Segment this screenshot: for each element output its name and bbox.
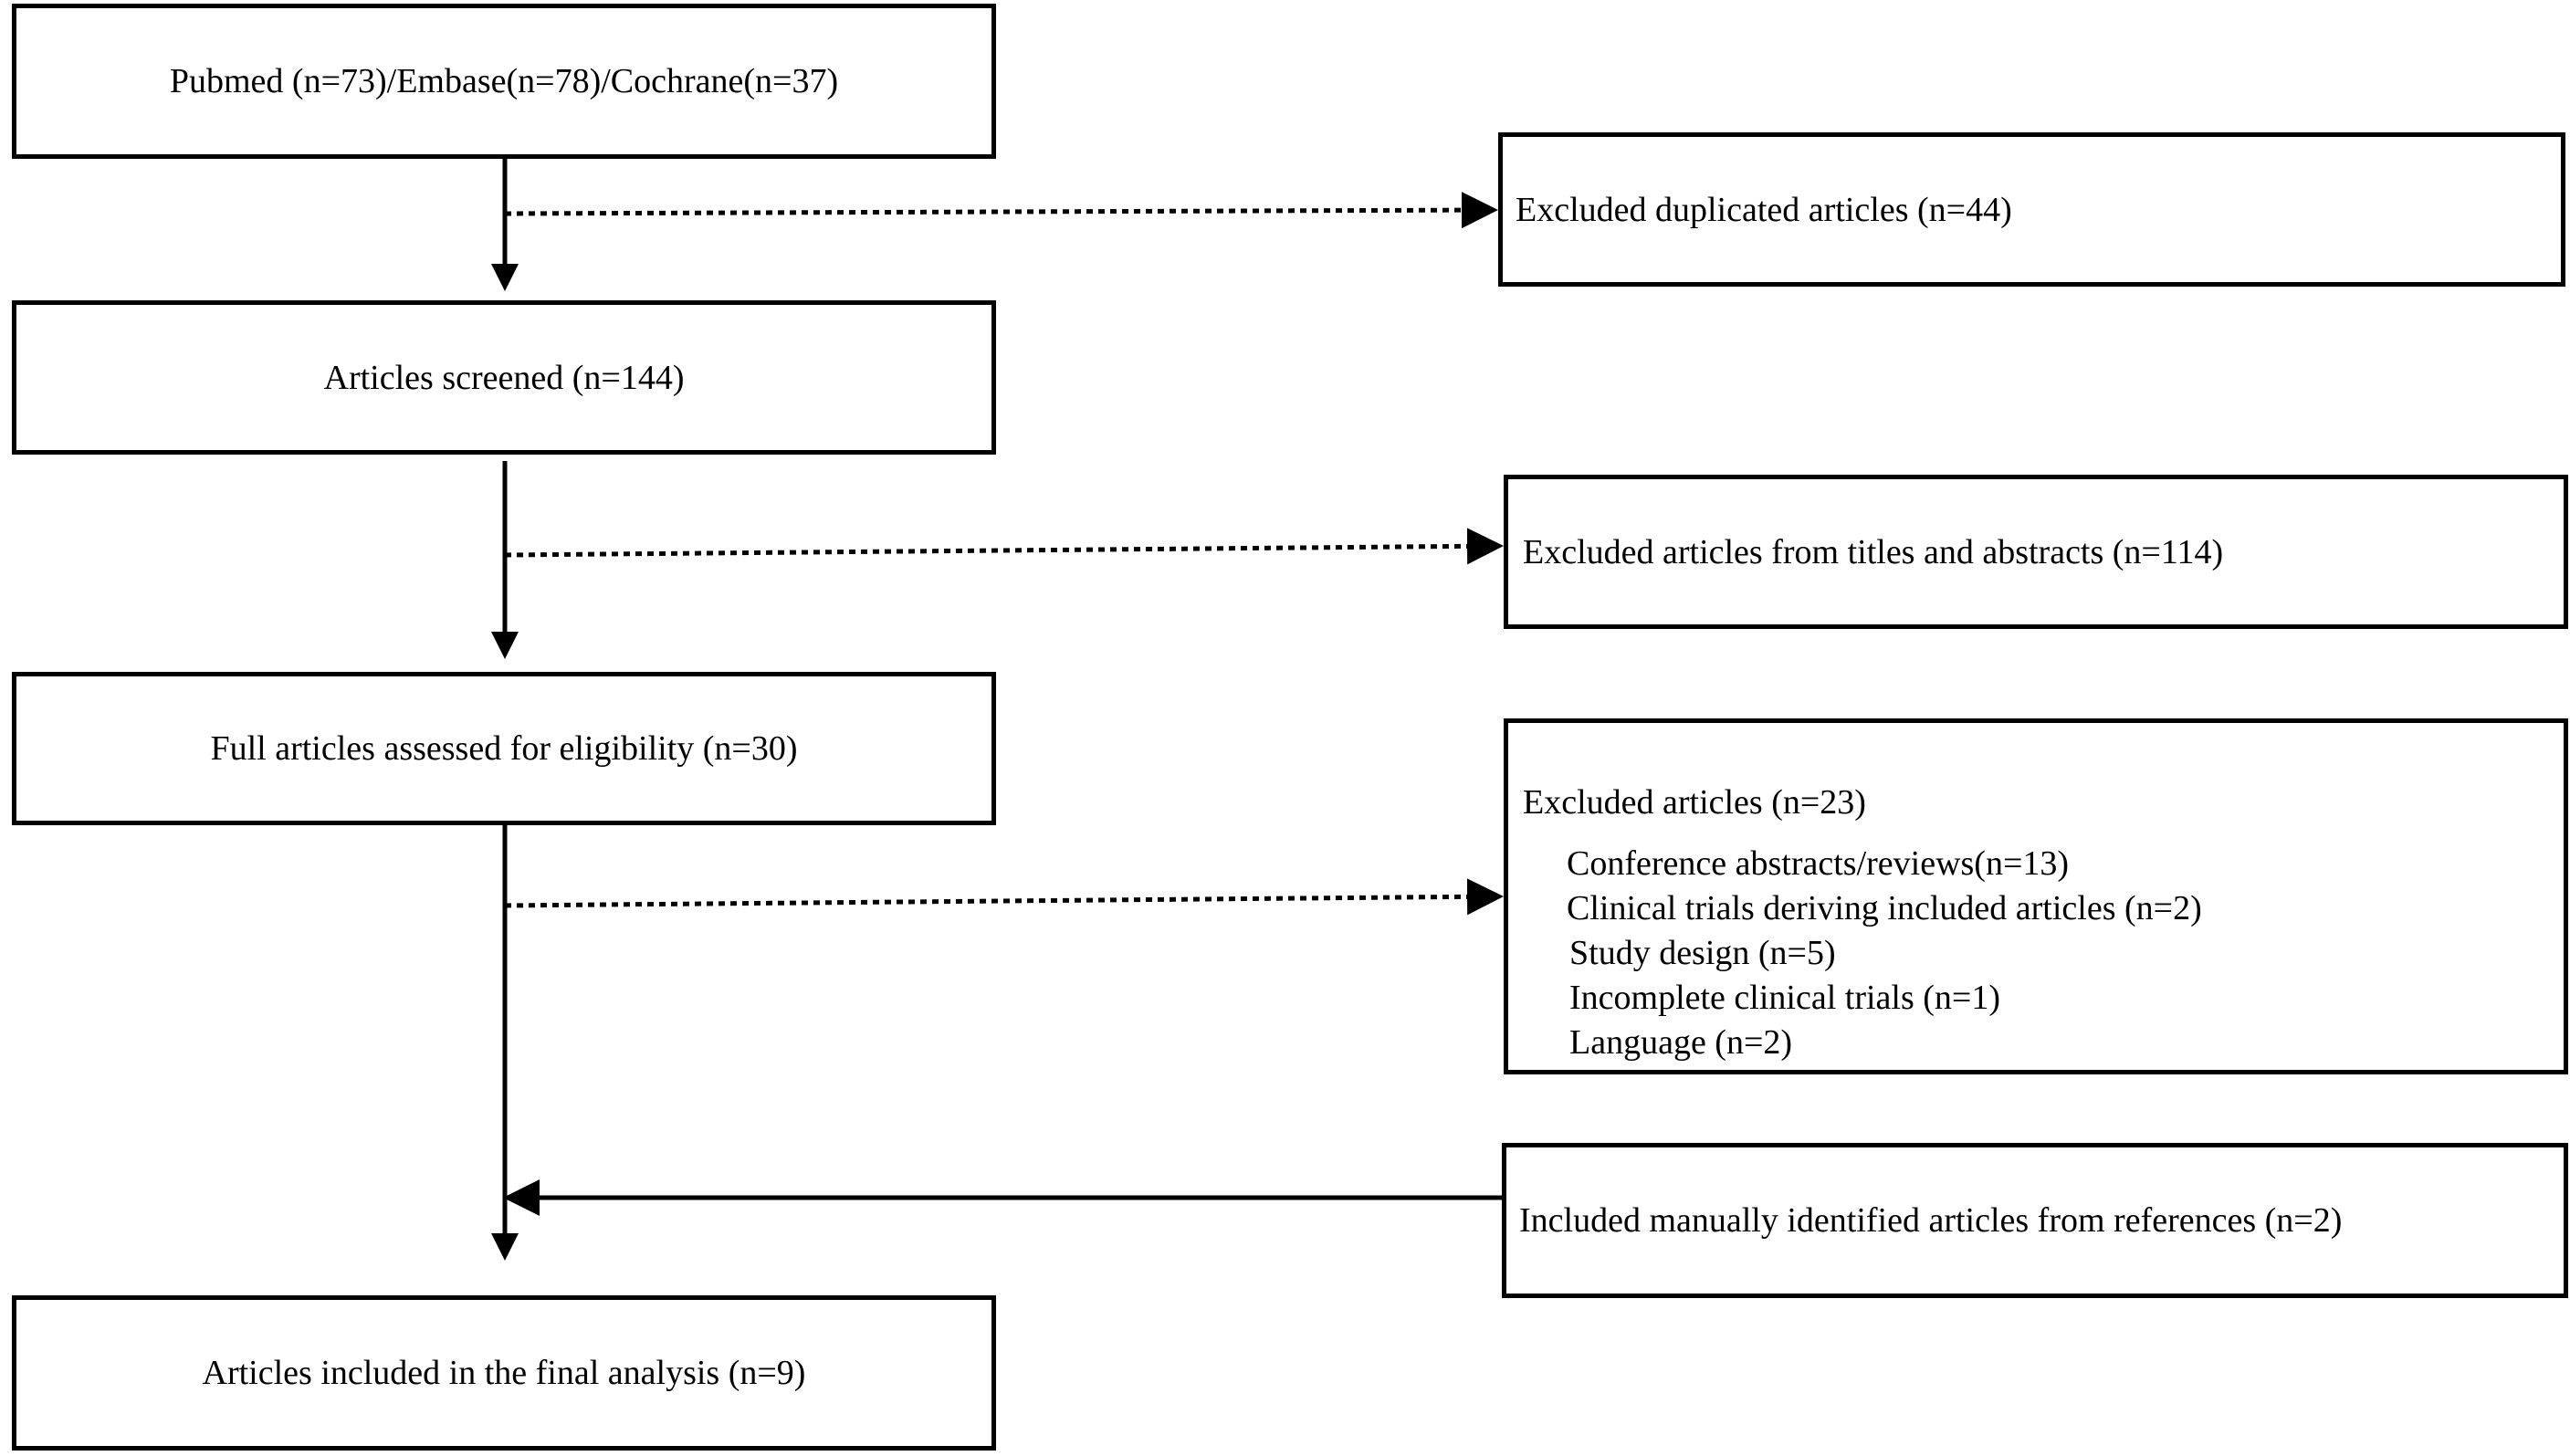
- box-screened: Articles screened (n=144): [12, 300, 996, 455]
- box-identified: Pubmed (n=73)/Embase(n=78)/Cochrane(n=37…: [12, 4, 996, 159]
- arrow-excluded-fulltext: [504, 878, 1504, 916]
- box-screened-label: Articles screened (n=144): [323, 358, 685, 397]
- arrow-excluded-duplicates: [504, 192, 1498, 229]
- exclusion-reasons-list: Conference abstracts/reviews(n=13) Clini…: [1567, 842, 2202, 1065]
- box-manual-addition-label: Included manually identified articles fr…: [1519, 1201, 2343, 1240]
- box-identified-label: Pubmed (n=73)/Embase(n=78)/Cochrane(n=37…: [169, 62, 839, 100]
- box-excluded-duplicates-label: Excluded duplicated articles (n=44): [1516, 190, 2012, 229]
- exclusion-reason: Incomplete clinical trials (n=1): [1569, 979, 2000, 1017]
- box-included: Articles included in the final analysis …: [12, 1295, 996, 1451]
- box-full-text: Full articles assessed for eligibility (…: [12, 672, 996, 825]
- exclusion-reason: Language (n=2): [1569, 1023, 1793, 1062]
- box-excluded-titles-abstracts-label: Excluded articles from titles and abstra…: [1523, 532, 2224, 571]
- box-included-label: Articles included in the final analysis …: [202, 1354, 806, 1392]
- box-manual-addition: Included manually identified articles fr…: [1502, 1143, 2568, 1298]
- exclusion-reason: Study design (n=5): [1569, 934, 1836, 972]
- exclusion-reason: Clinical trials deriving included articl…: [1567, 889, 2202, 927]
- box-excluded-full-text-title: Excluded articles (n=23): [1523, 783, 1866, 822]
- arrow-excluded-titles: [504, 528, 1504, 565]
- box-excluded-duplicates: Excluded duplicated articles (n=44): [1498, 132, 2565, 287]
- box-excluded-titles-abstracts: Excluded articles from titles and abstra…: [1504, 475, 2568, 629]
- exclusion-reason: Conference abstracts/reviews(n=13): [1567, 844, 2070, 883]
- box-full-text-label: Full articles assessed for eligibility (…: [210, 729, 798, 768]
- box-excluded-full-text: Excluded articles (n=23) Conference abst…: [1504, 718, 2568, 1074]
